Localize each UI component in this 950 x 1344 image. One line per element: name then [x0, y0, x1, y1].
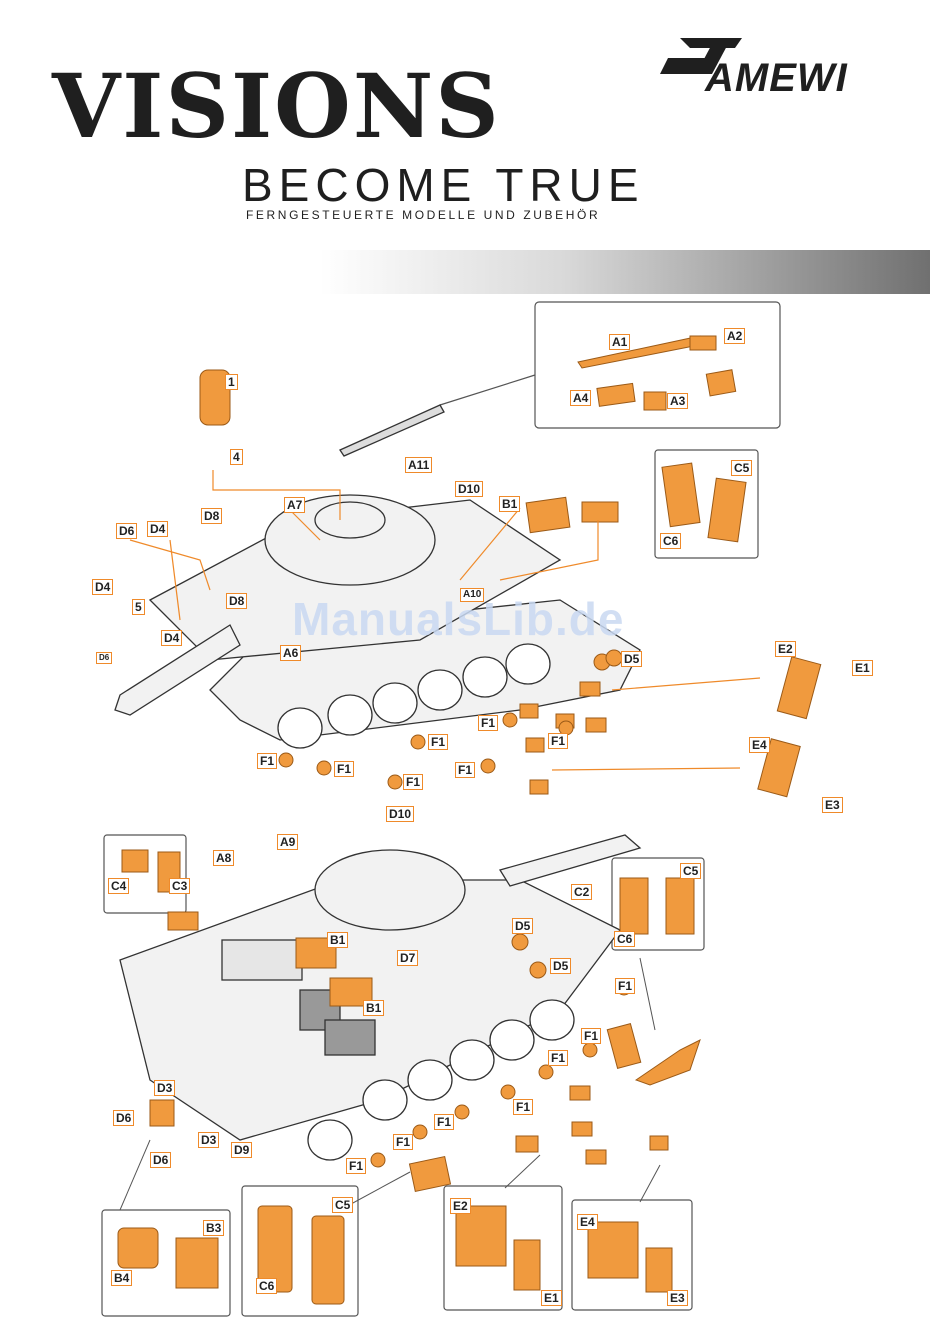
- part-label-e3-b: E3: [667, 1290, 688, 1306]
- part-label-f1-d: F1: [257, 753, 277, 769]
- part-label-d4-c: D4: [161, 630, 182, 646]
- part-label-a3: A3: [667, 393, 688, 409]
- part-label-f1-f: F1: [455, 762, 475, 778]
- part-label-f1-a: F1: [478, 715, 498, 731]
- part-label-c6-c: C6: [256, 1278, 277, 1294]
- part-label-f1-c: F1: [428, 734, 448, 750]
- part-label-b1-a: B1: [327, 932, 348, 948]
- part-label-b3: B3: [203, 1220, 224, 1236]
- part-label-d6: D6: [116, 523, 137, 539]
- part-label-f1-b: F1: [548, 733, 568, 749]
- bottom-tank-icon: [120, 835, 640, 1160]
- part-label-d8: D8: [201, 508, 222, 524]
- part-label-d5-a: D5: [512, 918, 533, 934]
- part-label-d4-b: D4: [92, 579, 113, 595]
- part-label-c6-b: C6: [614, 931, 635, 947]
- part-label-a7: A7: [284, 497, 305, 513]
- part-label-a6: A6: [280, 645, 301, 661]
- part-label-d5-b: D5: [550, 958, 571, 974]
- part-label-b1-b: B1: [363, 1000, 384, 1016]
- part-label-d9: D9: [231, 1142, 252, 1158]
- part-label-d8-b: D8: [226, 593, 247, 609]
- part-label-d3-a: D3: [154, 1080, 175, 1096]
- part-label-b4: B4: [111, 1270, 132, 1286]
- part-label-f1-h: F1: [615, 978, 635, 994]
- part-label-e4-b: E4: [577, 1214, 598, 1230]
- part-label-f1-n: F1: [346, 1158, 366, 1174]
- watermark-text: ManualsLib.de: [292, 592, 624, 646]
- part-label-5: 5: [132, 599, 145, 615]
- part-label-a1: A1: [609, 334, 630, 350]
- top-tank-icon: [115, 405, 640, 748]
- part-label-f1-m: F1: [393, 1134, 413, 1150]
- part-label-d4: D4: [147, 521, 168, 537]
- part-label-d10-b: D10: [386, 806, 414, 822]
- part-label-f1-e: F1: [334, 761, 354, 777]
- part-label-e1-b: E1: [541, 1290, 562, 1306]
- part-label-1: 1: [225, 374, 238, 390]
- part-label-a4: A4: [570, 390, 591, 406]
- part-label-d6-b: D6: [96, 652, 112, 664]
- part-label-c2: C2: [571, 884, 592, 900]
- part-label-4: 4: [230, 449, 243, 465]
- part-label-a11: A11: [405, 457, 432, 473]
- part-label-e1: E1: [852, 660, 873, 676]
- part-label-d5: D5: [621, 651, 642, 667]
- part-label-c6: C6: [660, 533, 681, 549]
- part-label-c5-b: C5: [680, 863, 701, 879]
- part-label-a9: A9: [277, 834, 298, 850]
- part-label-d10: D10: [455, 481, 483, 497]
- part-label-f1-k: F1: [513, 1099, 533, 1115]
- part-label-e3: E3: [822, 797, 843, 813]
- part-label-b1: B1: [499, 496, 520, 512]
- part-label-c5: C5: [731, 460, 752, 476]
- part-label-a8: A8: [213, 850, 234, 866]
- part-label-a10: A10: [460, 588, 484, 602]
- part-label-f1-g: F1: [403, 774, 423, 790]
- part-label-c3: C3: [169, 878, 190, 894]
- part-label-e2-b: E2: [450, 1198, 471, 1214]
- part-label-c5-c: C5: [332, 1197, 353, 1213]
- part-label-f1-l: F1: [434, 1114, 454, 1130]
- part-label-c4: C4: [108, 878, 129, 894]
- part-label-e4: E4: [749, 737, 770, 753]
- part-label-d6-b2: D6: [150, 1152, 171, 1168]
- part-label-d3-b: D3: [198, 1132, 219, 1148]
- part-label-f1-i: F1: [581, 1028, 601, 1044]
- part-label-f1-j: F1: [548, 1050, 568, 1066]
- part-label-d6-a: D6: [113, 1110, 134, 1126]
- part-label-a2: A2: [724, 328, 745, 344]
- part-label-d7: D7: [397, 950, 418, 966]
- part-label-e2: E2: [775, 641, 796, 657]
